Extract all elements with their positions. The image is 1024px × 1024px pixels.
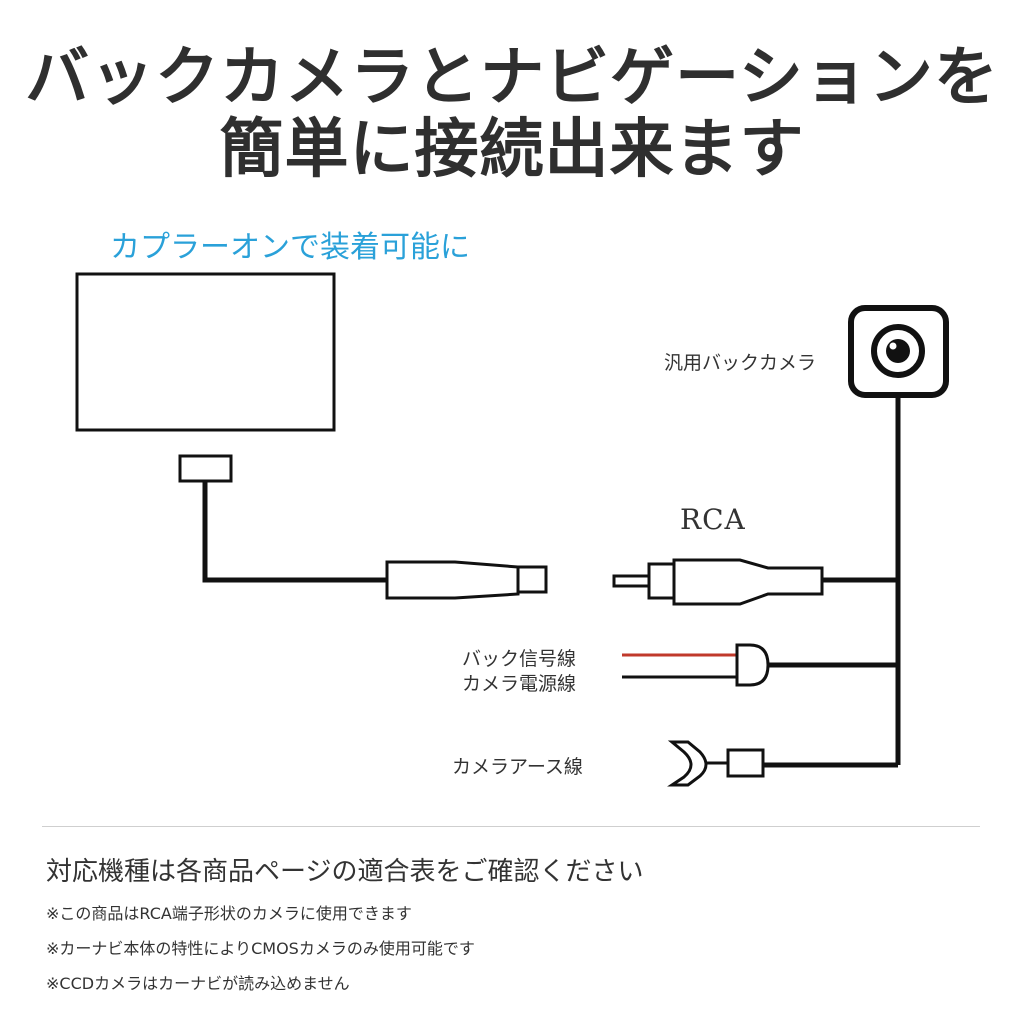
headline-line-2: 簡単に接続出来ます — [219, 113, 805, 187]
divider — [42, 826, 980, 827]
camera-lens-highlight — [889, 342, 897, 350]
camera-label: 汎用バックカメラ — [664, 352, 817, 374]
rca-female-tip — [516, 565, 548, 594]
rca-male-body — [672, 558, 824, 606]
compatibility-heading: 対応機種は各商品ページの適合表をご確認ください — [46, 857, 644, 887]
camera-power-label: カメラ電源線 — [462, 673, 577, 695]
camera-ground-label: カメラアース線 — [452, 756, 583, 778]
ground-fork-terminal — [667, 740, 708, 787]
headline-line-1: バックカメラとナビゲーションを — [25, 41, 999, 115]
navigation-connector — [178, 454, 233, 483]
rca-male-ring — [647, 562, 676, 600]
ground-crimp — [726, 748, 765, 778]
note-item: ※この商品はRCA端子形状のカメラに使用できます — [46, 904, 412, 923]
rca-male-pin — [612, 574, 651, 588]
wire-connector — [735, 643, 770, 687]
camera-lens — [886, 339, 910, 363]
back-signal-label: バック信号線 — [462, 648, 577, 670]
note-item: ※カーナビ本体の特性によりCMOSカメラのみ使用可能です — [46, 939, 475, 958]
navigation-unit — [75, 272, 336, 432]
rca-female-plug — [385, 560, 520, 600]
subtitle: カプラーオンで装着可能に — [110, 230, 470, 265]
rca-label: RCA — [680, 503, 746, 536]
nav-cable — [202, 481, 387, 583]
note-item: ※CCDカメラはカーナビが読み込めません — [46, 974, 350, 993]
